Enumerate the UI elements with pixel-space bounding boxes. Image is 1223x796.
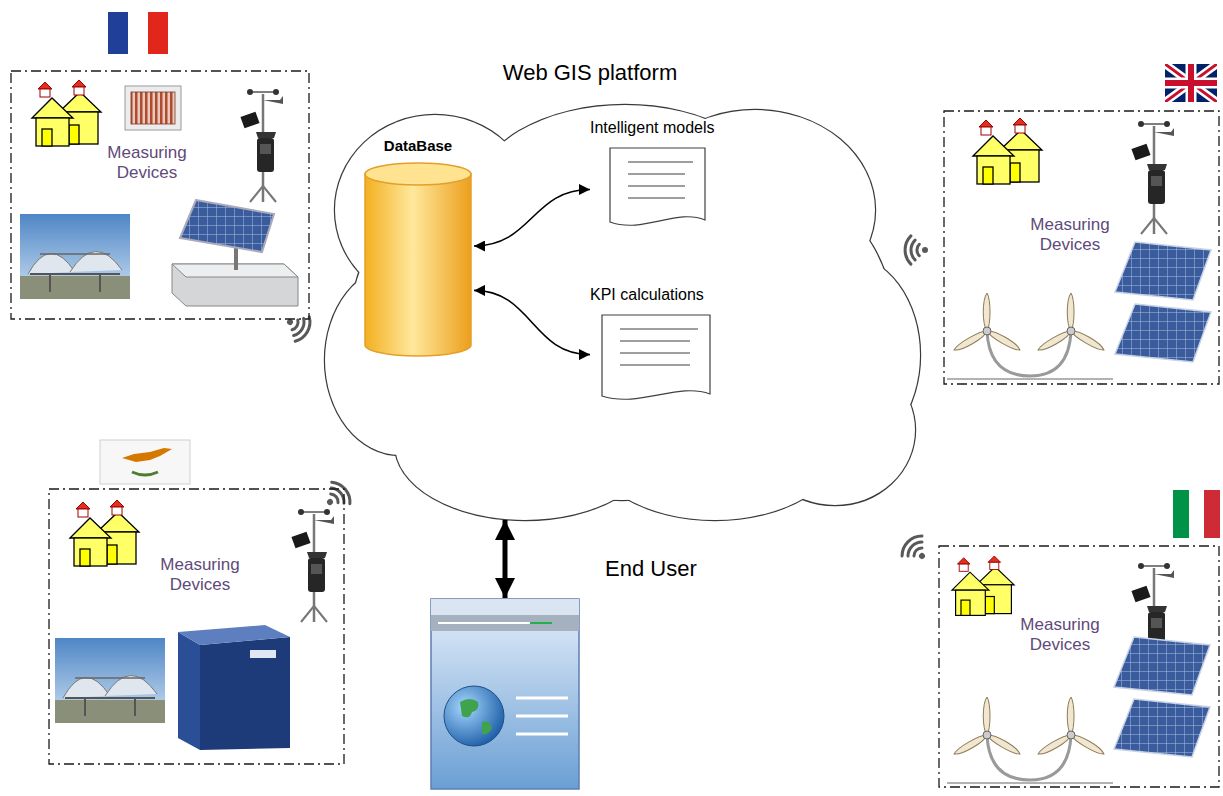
polygon-part bbox=[200, 637, 290, 750]
rect-part bbox=[128, 12, 148, 54]
concentrator-photo bbox=[20, 214, 130, 299]
device-label: Measuring Devices bbox=[1010, 615, 1110, 656]
document-line bbox=[620, 364, 690, 365]
text-line bbox=[516, 715, 568, 718]
weather-station bbox=[240, 89, 283, 202]
dash-dot-border bbox=[49, 489, 344, 764]
document-label: Intelligent models bbox=[590, 118, 715, 137]
rect-part bbox=[131, 92, 175, 124]
italy-flag bbox=[1173, 490, 1220, 538]
wireless-icon bbox=[319, 478, 355, 514]
document-line bbox=[628, 161, 693, 162]
rect-part bbox=[1173, 490, 1189, 538]
menu-bar bbox=[431, 615, 579, 631]
rect-part bbox=[1189, 490, 1204, 538]
user-label: End User bbox=[605, 556, 697, 582]
cylinder-top bbox=[365, 163, 471, 185]
document-icon: Intelligent models bbox=[590, 118, 765, 228]
title-bar bbox=[431, 599, 579, 615]
country-box-outline bbox=[48, 488, 345, 765]
weather-station bbox=[1131, 121, 1174, 234]
houses-icon bbox=[973, 118, 1042, 184]
concentrator-photo bbox=[55, 638, 165, 723]
document-line bbox=[620, 328, 698, 329]
polygon-part bbox=[180, 200, 274, 252]
uk-flag bbox=[1165, 64, 1217, 102]
dash-dot-border bbox=[939, 546, 1219, 787]
database-label: DataBase bbox=[384, 137, 452, 155]
houses-icon bbox=[952, 556, 1014, 615]
solar-tracker bbox=[172, 200, 298, 306]
country-box: Measuring Devices bbox=[938, 545, 1220, 788]
document-line bbox=[628, 173, 685, 174]
rect-part bbox=[148, 12, 168, 54]
database-cylinder: DataBase bbox=[362, 135, 474, 357]
text-line bbox=[516, 697, 568, 700]
text-line bbox=[516, 733, 568, 736]
platform-title: Web GIS platform bbox=[500, 60, 680, 86]
polygon-part bbox=[172, 264, 298, 306]
solar-panels bbox=[1115, 242, 1211, 362]
rect-part bbox=[250, 650, 276, 658]
rect-part bbox=[125, 86, 181, 130]
country-box-outline bbox=[938, 545, 1220, 788]
path-part bbox=[132, 472, 158, 475]
wireless-icon bbox=[905, 236, 928, 264]
wind-turbines bbox=[947, 697, 1113, 783]
equipment-enclosure bbox=[178, 625, 290, 750]
document-icon: KPI calculations bbox=[590, 285, 740, 405]
country-box-outline bbox=[10, 70, 310, 320]
cylinder-body bbox=[365, 174, 471, 356]
wind-turbines bbox=[947, 293, 1113, 379]
cloud-outline bbox=[325, 105, 920, 520]
document-sheet bbox=[602, 315, 710, 399]
platform-cloud: DataBase Intelligent modelsKPI calculatio… bbox=[325, 100, 920, 520]
cyprus-flag bbox=[100, 440, 190, 484]
polygon-part bbox=[178, 625, 290, 645]
radiometer-device bbox=[125, 86, 181, 130]
continent bbox=[482, 722, 492, 735]
wireless-icon bbox=[898, 532, 934, 568]
double-arrow bbox=[502, 520, 507, 598]
document-sheet bbox=[610, 148, 705, 225]
weather-station bbox=[291, 509, 334, 622]
dash-dot-border bbox=[944, 111, 1219, 384]
solar-panels bbox=[1114, 637, 1210, 757]
country-box: Measuring Devices bbox=[943, 110, 1220, 385]
path-part bbox=[122, 448, 172, 462]
houses-icon bbox=[32, 80, 101, 146]
user-screen: End User bbox=[430, 598, 580, 790]
globe-icon bbox=[444, 686, 504, 746]
country-box: Measuring Devices bbox=[48, 488, 345, 765]
document-line bbox=[620, 340, 690, 341]
dash-dot-border bbox=[11, 71, 309, 319]
country-box: Measuring Devices bbox=[10, 70, 310, 320]
continent bbox=[460, 699, 478, 717]
polygon-part bbox=[178, 632, 200, 750]
database-cylinder-outline bbox=[362, 135, 474, 357]
document-line bbox=[620, 352, 690, 353]
france-flag bbox=[108, 12, 168, 54]
user-screen-outline bbox=[430, 598, 580, 790]
document-line bbox=[628, 185, 685, 186]
device-label: Measuring Devices bbox=[1020, 215, 1120, 256]
cloud-fill bbox=[325, 105, 920, 520]
progress-line bbox=[530, 622, 552, 624]
rect-part bbox=[108, 12, 128, 54]
device-label: Measuring Devices bbox=[97, 143, 197, 184]
rect-part bbox=[100, 440, 190, 484]
rect-part bbox=[1204, 490, 1220, 538]
document-line bbox=[628, 197, 685, 198]
screen-frame bbox=[431, 599, 579, 789]
document-label: KPI calculations bbox=[590, 285, 704, 304]
houses-icon bbox=[70, 500, 139, 566]
device-label: Measuring Devices bbox=[150, 555, 250, 596]
